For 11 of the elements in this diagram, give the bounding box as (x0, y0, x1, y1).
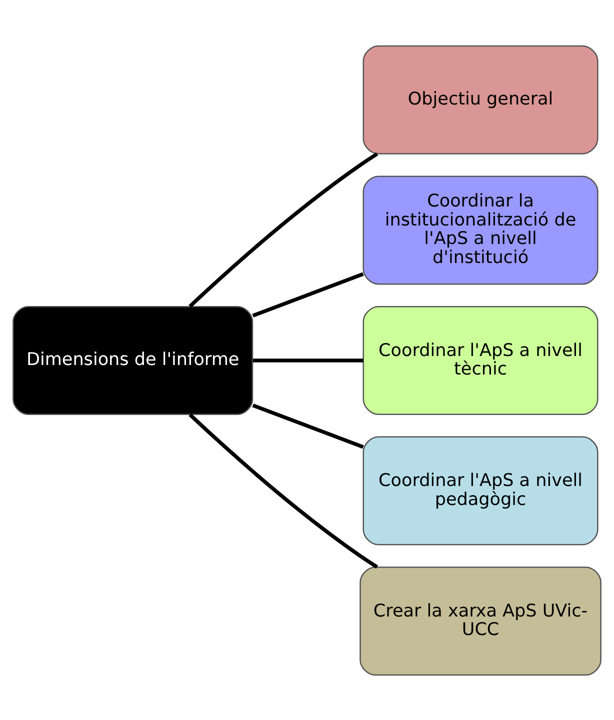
node-box: Crear la xarxa ApS UVic-UCC (360, 566, 602, 676)
node-box: Coordinar l'ApS a nivell tècnic (362, 306, 598, 414)
connector (188, 152, 378, 308)
node-box: Dimensions de l'informe (12, 306, 254, 414)
node-box: Coordinar la institucionalització de l'ApS a nivell d'institució (362, 175, 598, 284)
connector (252, 403, 364, 448)
connector (252, 272, 364, 317)
connector (252, 358, 364, 362)
connector (188, 412, 378, 568)
node-box: Coordinar l'ApS a nivell pedagògic (362, 436, 598, 545)
node-box: Objectiu general (362, 44, 598, 154)
